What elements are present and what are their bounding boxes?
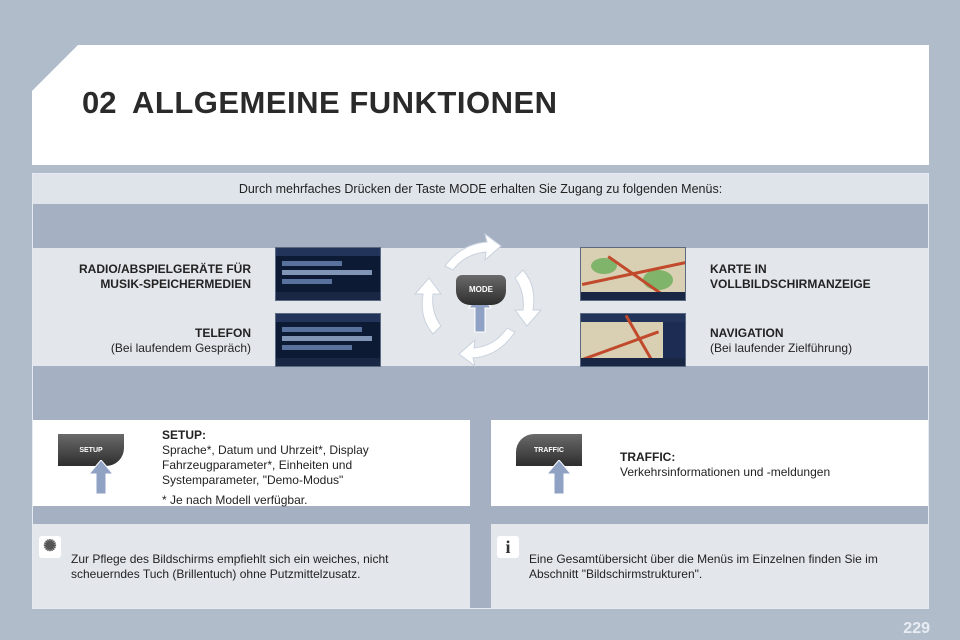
traffic-description: Verkehrsinformationen und -meldungen <box>620 465 831 479</box>
traffic-title: TRAFFIC: <box>620 450 676 464</box>
page-number: 229 <box>903 620 930 637</box>
info-note-text: Eine Gesamtübersicht über die Menüs im E… <box>529 552 919 582</box>
setup-press-arrow-icon <box>87 460 115 494</box>
traffic-button[interactable]: TRAFFIC <box>516 434 582 466</box>
menu-karte-title-1: KARTE IN <box>710 262 767 276</box>
menu-telefon-label: TELEFON (Bei laufendem Gespräch) <box>53 326 251 356</box>
chapter-number: 02 <box>82 85 117 120</box>
setup-line-3: Systemparameter, "Demo-Modus" <box>162 473 344 487</box>
menu-radio-title-2: MUSIK-SPEICHERMEDIEN <box>100 277 251 291</box>
menu-telefon-title: TELEFON <box>195 326 251 340</box>
menu-telefon-subtitle: (Bei laufendem Gespräch) <box>110 341 251 355</box>
care-note-line-1: Zur Pflege des Bildschirms empfiehlt sic… <box>71 552 389 566</box>
mode-button[interactable]: MODE <box>456 275 506 305</box>
traffic-text: TRAFFIC: Verkehrsinformationen und -meld… <box>620 450 920 480</box>
telefon-screen-thumbnail <box>275 313 381 367</box>
care-note-line-2: scheuerndes Tuch (Brillentuch) ohne Putz… <box>71 567 361 581</box>
setup-line-1: Sprache*, Datum und Uhrzeit*, Display <box>162 443 369 457</box>
care-note-text: Zur Pflege des Bildschirms empfiehlt sic… <box>71 552 461 582</box>
mode-cycle-diagram: MODE <box>383 230 578 382</box>
menu-radio-label: RADIO/ABSPIELGERÄTE FÜR MUSIK-SPEICHERME… <box>53 262 251 292</box>
traffic-press-arrow-icon <box>545 460 573 494</box>
menu-navigation-title: NAVIGATION <box>710 326 784 340</box>
menu-navigation-label: NAVIGATION (Bei laufender Zielführung) <box>710 326 920 356</box>
cycle-arrow-right-icon <box>514 269 543 327</box>
setup-text: SETUP: Sprache*, Datum und Uhrzeit*, Dis… <box>162 428 462 508</box>
info-icon: i <box>497 536 519 558</box>
menu-karte-title-2: VOLLBILDSCHIRMANZEIGE <box>710 277 871 291</box>
menu-karte-label: KARTE IN VOLLBILDSCHIRMANZEIGE <box>710 262 920 292</box>
setup-button[interactable]: SETUP <box>58 434 124 466</box>
cycle-arrows-icon <box>413 232 543 368</box>
menu-radio-title-1: RADIO/ABSPIELGERÄTE FÜR <box>78 262 251 276</box>
menu-navigation-subtitle: (Bei laufender Zielführung) <box>710 341 853 355</box>
info-note-line-1: Eine Gesamtübersicht über die Menüs im E… <box>529 552 878 566</box>
cycle-arrow-bottom-icon <box>458 327 516 368</box>
setup-footnote: * Je nach Modell verfügbar. <box>162 493 308 507</box>
chapter-header: 02 ALLGEMEINE FUNKTIONEN <box>32 45 929 165</box>
setup-line-2: Fahrzeugparameter*, Einheiten und <box>162 458 353 472</box>
info-note-panel: i Eine Gesamtübersicht über die Menüs im… <box>491 524 928 608</box>
info-note-line-2: Abschnitt "Bildschirmstrukturen". <box>529 567 703 581</box>
setup-title: SETUP: <box>162 428 207 442</box>
map-screen-thumbnail <box>580 247 686 301</box>
intro-text: Durch mehrfaches Drücken der Taste MODE … <box>238 182 723 196</box>
sun-icon: ✺ <box>39 536 61 558</box>
cycle-arrow-top-icon <box>444 232 502 271</box>
navigation-screen-thumbnail <box>580 313 686 367</box>
chapter-title: ALLGEMEINE FUNKTIONEN <box>132 85 558 120</box>
nav-turn-panel <box>663 322 685 360</box>
care-note-panel: ✺ Zur Pflege des Bildschirms empfiehlt s… <box>33 524 470 608</box>
radio-screen-thumbnail <box>275 247 381 301</box>
cycle-arrow-left-icon <box>413 277 442 335</box>
intro-band: Durch mehrfaches Drücken der Taste MODE … <box>33 174 928 204</box>
